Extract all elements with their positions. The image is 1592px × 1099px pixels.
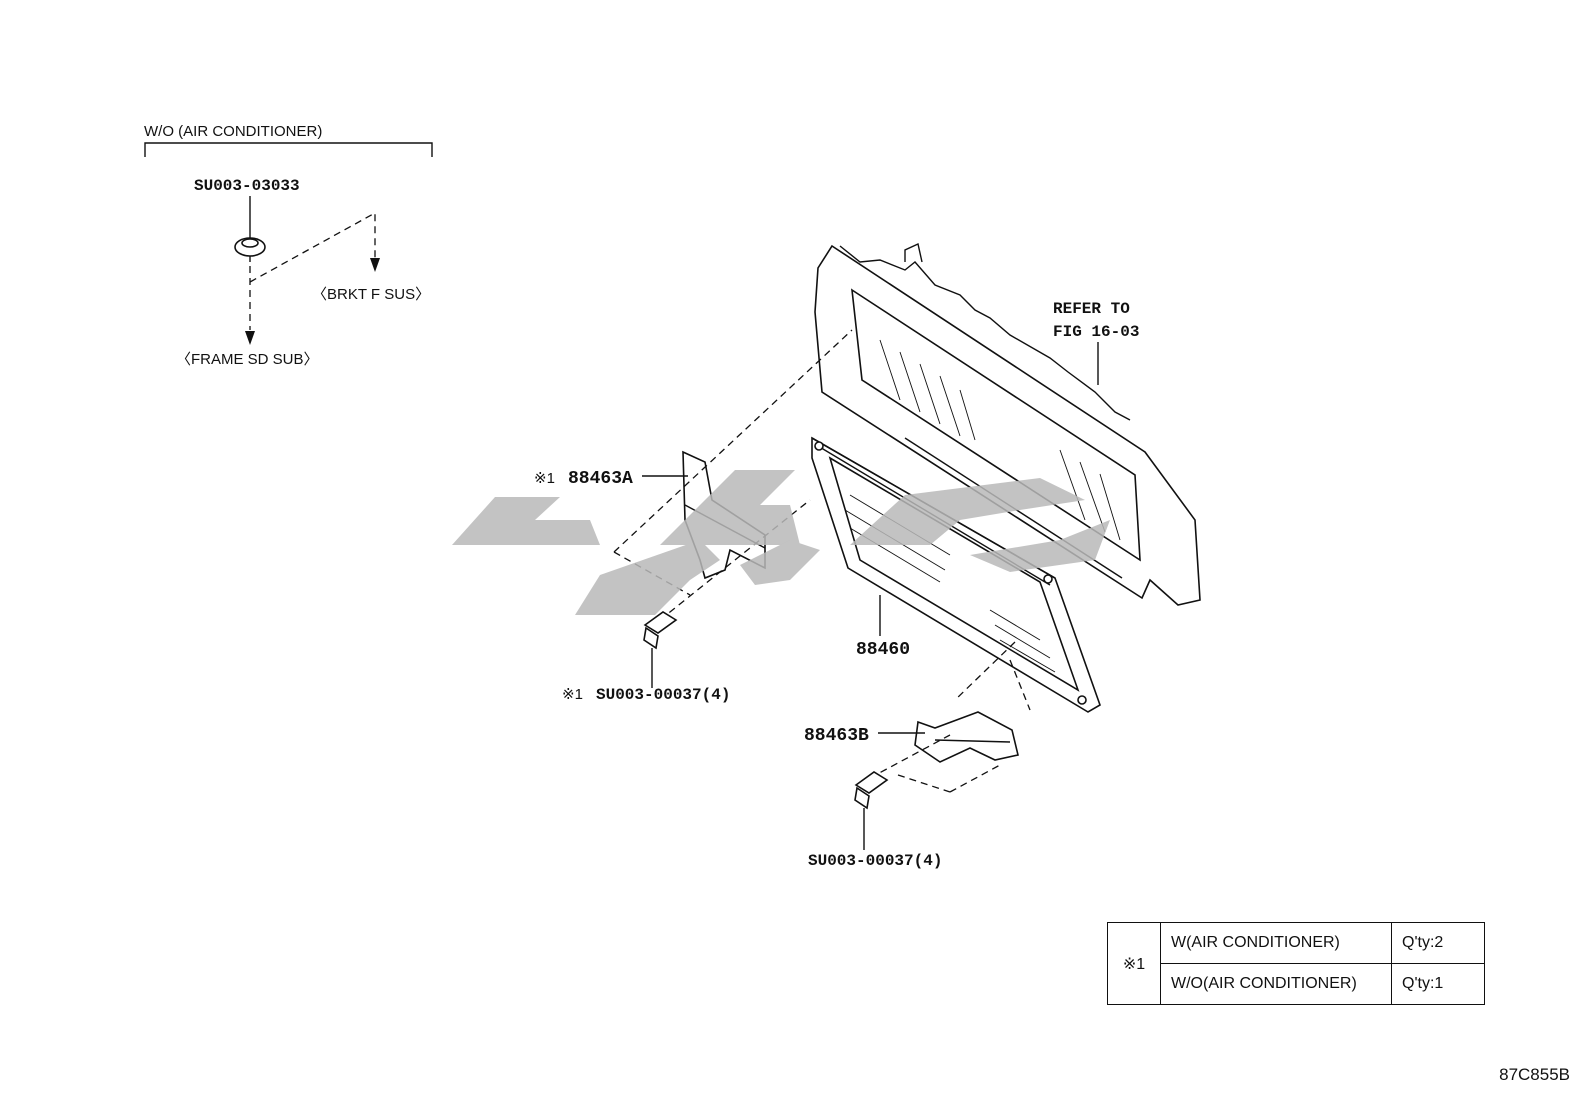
bracket-a-label: 88463A — [568, 469, 633, 489]
legend-condition: W(AIR CONDITIONER) — [1160, 922, 1392, 964]
clip-icon — [234, 237, 266, 262]
table-row: ※1 W(AIR CONDITIONER) Q'ty:2 — [1107, 922, 1485, 1005]
inset-header: W/O (AIR CONDITIONER) — [144, 123, 322, 140]
inset-bracket-line — [144, 142, 433, 157]
arrow-down-icon — [370, 258, 380, 272]
dash-to-brkt — [249, 211, 376, 283]
bolt-b-label: SU003-00037(4) — [808, 852, 942, 870]
inset-target-frame: 〈FRAME SD SUB〉 — [176, 351, 319, 368]
table-row: W/O(AIR CONDITIONER) Q'ty:1 — [1108, 963, 1485, 1005]
bracket-a-mark: ※1 — [534, 470, 555, 487]
bolt-icon — [854, 771, 889, 794]
watermark-logo — [452, 470, 1110, 615]
legend-qty: Q'ty:1 — [1391, 963, 1485, 1005]
legend-mark: ※1 — [1107, 922, 1161, 1005]
condenser-label: 88460 — [856, 640, 910, 660]
dash-bracket-a-to-radiator — [613, 329, 853, 553]
bolt-a: ※1 SU003-00037(4) — [562, 611, 730, 704]
bracket-b-shape — [914, 711, 1019, 763]
bolt-a-mark: ※1 — [562, 686, 583, 703]
quantity-legend-table: ※1 W(AIR CONDITIONER) Q'ty:2 W/O(AIR CON… — [1107, 922, 1485, 1005]
bracket-88463b: 88463B — [804, 641, 1031, 793]
refer-label-line2: FIG 16-03 — [1053, 323, 1139, 341]
bracket-b-label: 88463B — [804, 726, 869, 746]
refer-label-line1: REFER TO — [1053, 300, 1130, 318]
arrow-down-icon — [245, 331, 255, 345]
inset-group: W/O (AIR CONDITIONER) SU003-03033 〈BRKT … — [144, 123, 433, 368]
bolt-icon — [643, 611, 678, 634]
figure-code: 87C855B — [1499, 1065, 1570, 1084]
legend-condition: W/O(AIR CONDITIONER) — [1160, 963, 1392, 1005]
inset-target-brkt: 〈BRKT F SUS〉 — [312, 286, 430, 303]
bolt-a-label: SU003-00037(4) — [596, 686, 730, 704]
bolt-b: SU003-00037(4) — [808, 771, 942, 870]
inset-part-number: SU003-03033 — [194, 177, 300, 195]
legend-qty: Q'ty:2 — [1391, 922, 1485, 964]
